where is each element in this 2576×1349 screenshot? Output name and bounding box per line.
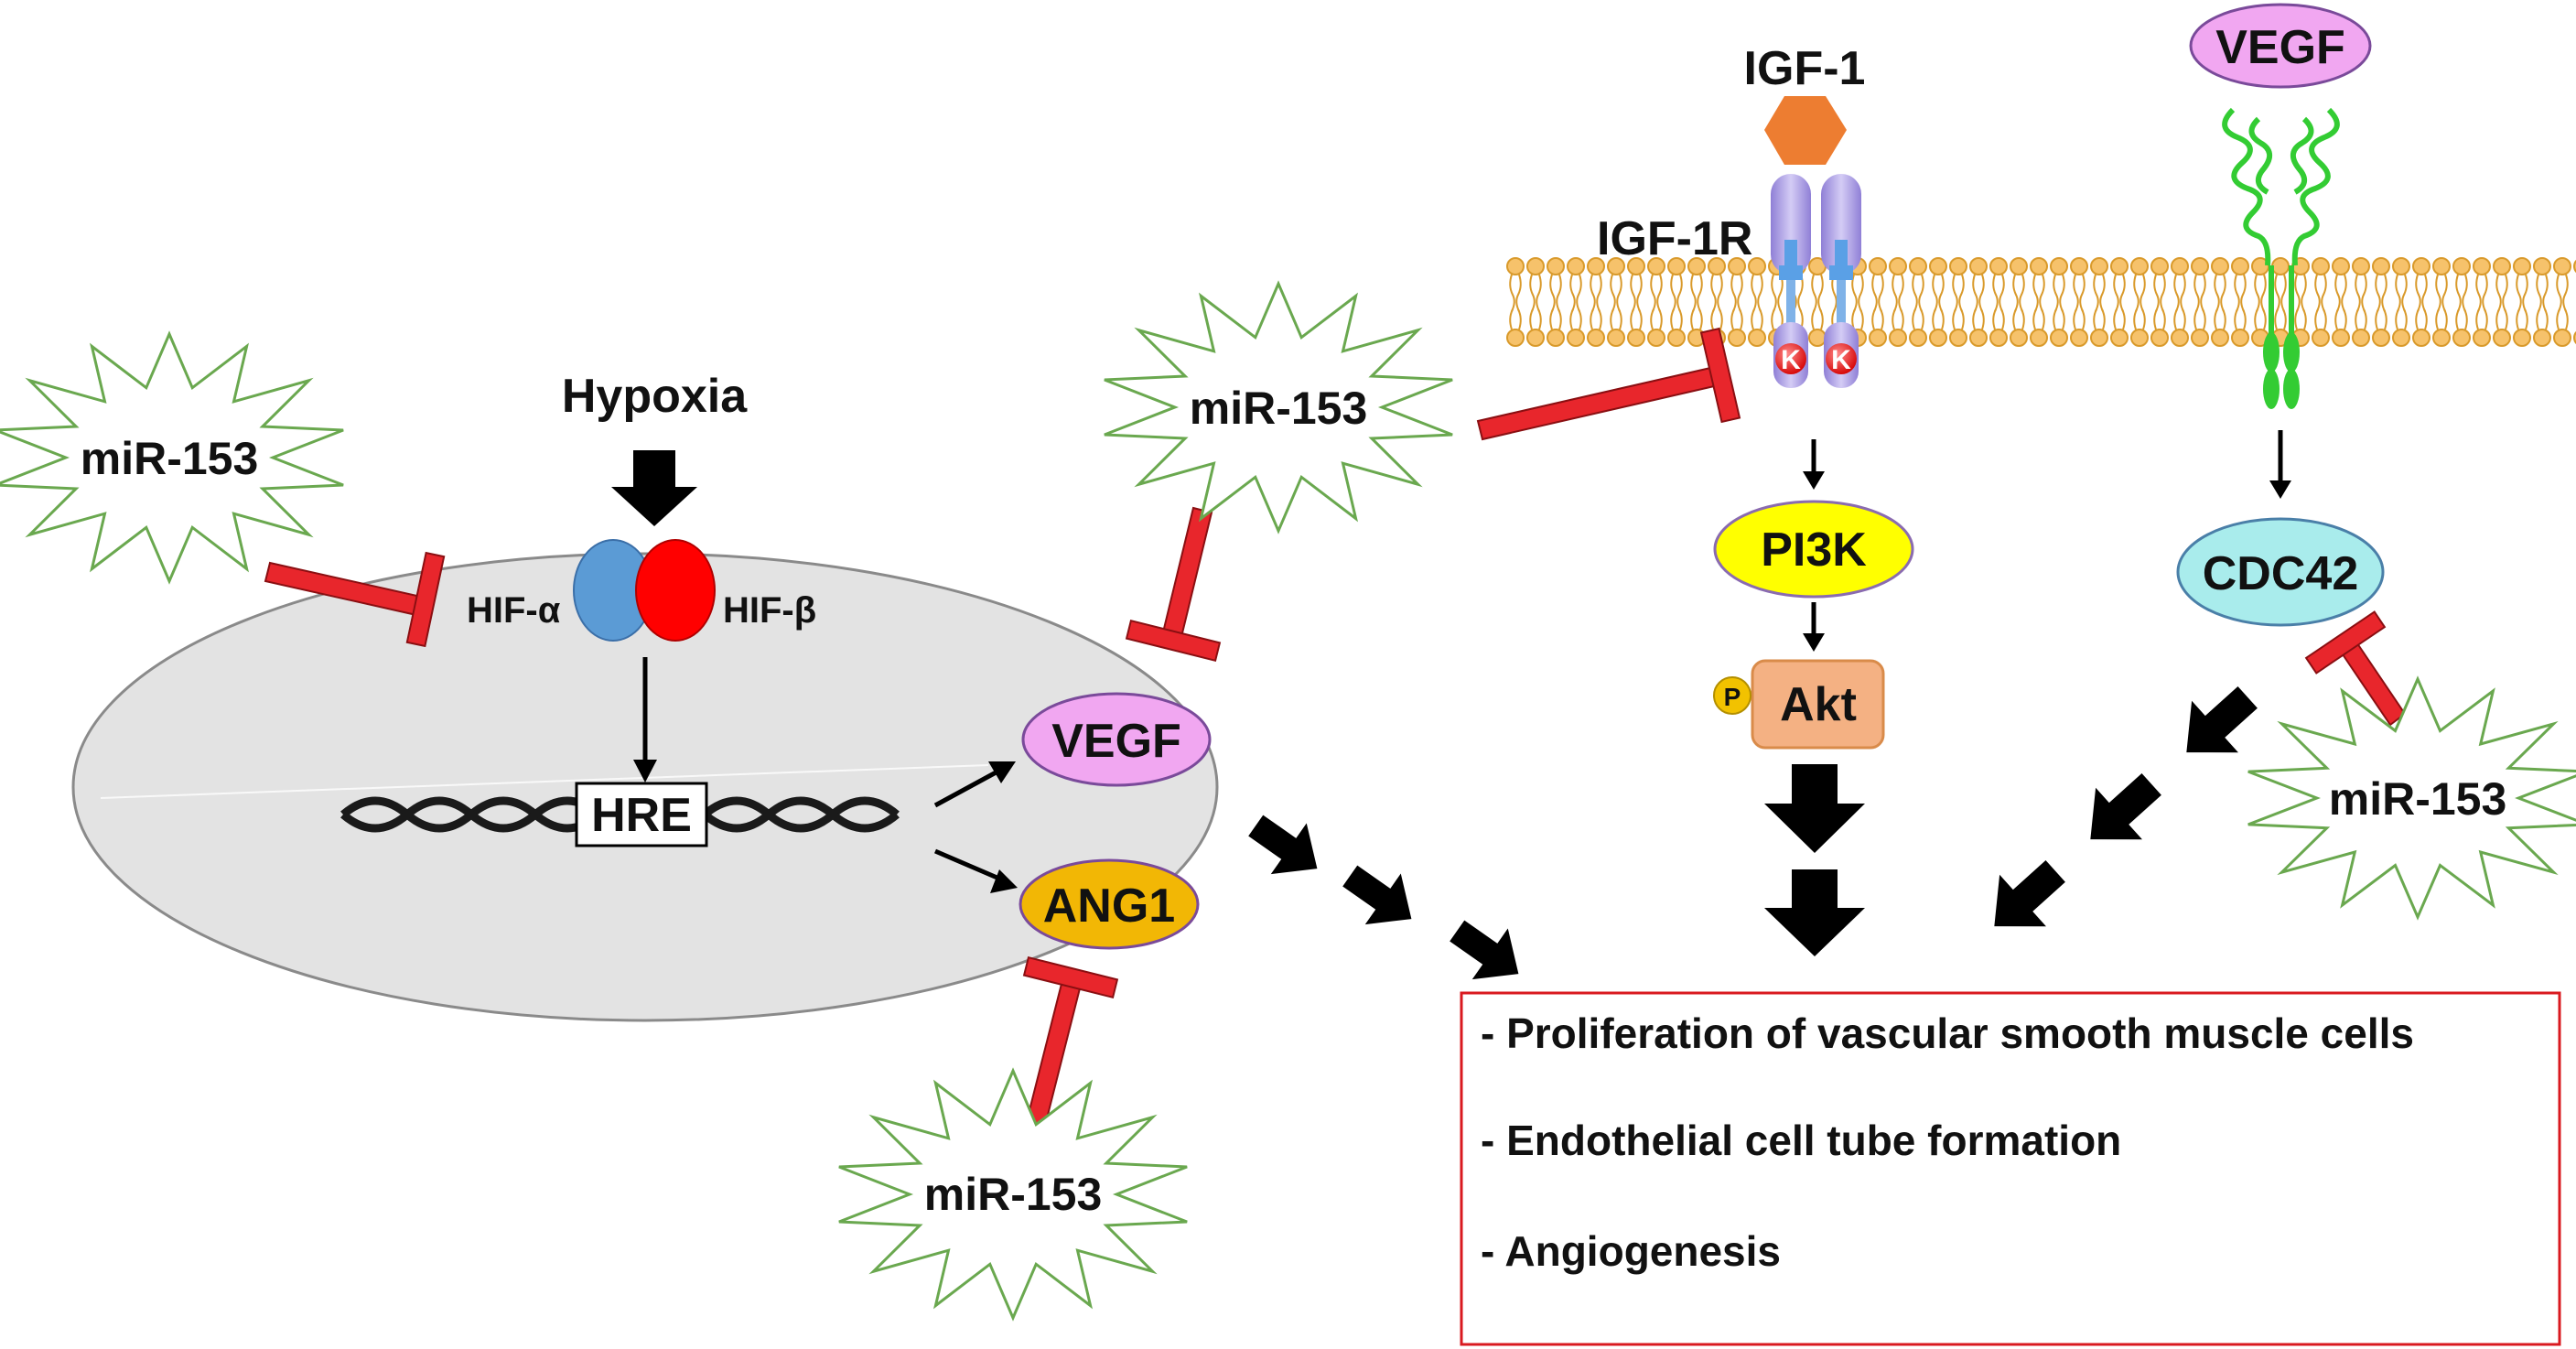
vegf-ligand [2189,3,2372,89]
vegf-receptor-kinase [2263,332,2300,409]
outcome-item-2: - Endothelial cell tube formation [1481,1117,2121,1164]
hif-beta-subunit [635,539,716,642]
mir153-bursts [0,280,2576,1322]
hif-alpha-label: HIF-α [467,590,561,631]
mir153-burst-left [0,330,344,585]
mir153-burst-center [1104,280,1453,534]
mir153-label-left: miR-153 [81,433,259,484]
mir153-label-bottom: miR-153 [924,1169,1103,1220]
dna-helix [340,796,900,833]
kinase-domain-label-left: K [1781,345,1801,375]
igf1r-label: IGF-1R [1597,212,1752,265]
outcome-box [1460,991,2561,1346]
hypoxia-arrow [611,450,697,526]
mir153-label-right: miR-153 [2329,773,2507,825]
outcome-item-3: - Angiogenesis [1481,1227,1781,1275]
pi3k-node [1713,500,1914,599]
akt-node [1751,659,1885,750]
cdc42-node [2176,517,2385,627]
dna-to-vegf-arrowhead [988,761,1016,783]
inhibit-vegf-nuclear [1160,506,1213,642]
dna-to-ang1-arrow [934,848,1000,881]
hypoxia-label: Hypoxia [562,370,748,423]
nucleus-outcome-arrows [1248,815,1519,980]
igf1r-to-pi3k-arrowhead [1803,471,1825,490]
phospho-group [1713,676,1751,715]
hif-beta-label: HIF-β [723,590,816,631]
inhibit-igf1r [1476,364,1724,441]
vegfr-to-cdc42-arrowhead [2269,480,2291,499]
igf1-label: IGF-1 [1744,42,1866,95]
ang1-label: ANG1 [1043,880,1175,933]
vegf-ligand-label: VEGF [2215,21,2345,74]
mir153-burst-bottom [838,1067,1188,1322]
outcome-item-1: - Proliferation of vascular smooth muscl… [1481,1009,2414,1057]
igf1r-receptor [1771,174,1861,388]
hre-box [575,782,708,847]
inhibition-lines [264,327,2407,1128]
phospho-label: P [1724,683,1741,711]
mir153-burst-right [2247,675,2576,921]
akt-label: Akt [1780,678,1857,731]
cdc42-outcome-arrows [1994,686,2258,927]
kinase-domain-label-right: K [1831,345,1851,375]
dna-to-vegf-arrow [933,768,1001,808]
hre-label: HRE [591,789,692,842]
ang1-nuclear [1019,858,1200,950]
cdc42-label: CDC42 [2203,547,2359,600]
nucleus-sheen [100,764,989,799]
cell-membrane [1505,256,2576,348]
akt-outcome-arrows [1764,764,1865,956]
pi3k-to-akt-arrowhead [1803,633,1825,652]
hif-to-hre-arrowhead [633,760,657,782]
vegf-nuclear-label: VEGF [1051,715,1181,768]
igf1-ligand [1764,96,1847,165]
vegf-nuclear [1021,692,1212,787]
mir153-label-center: miR-153 [1190,383,1368,434]
pi3k-label: PI3K [1761,523,1867,577]
dna-to-ang1-arrowhead [990,869,1018,893]
